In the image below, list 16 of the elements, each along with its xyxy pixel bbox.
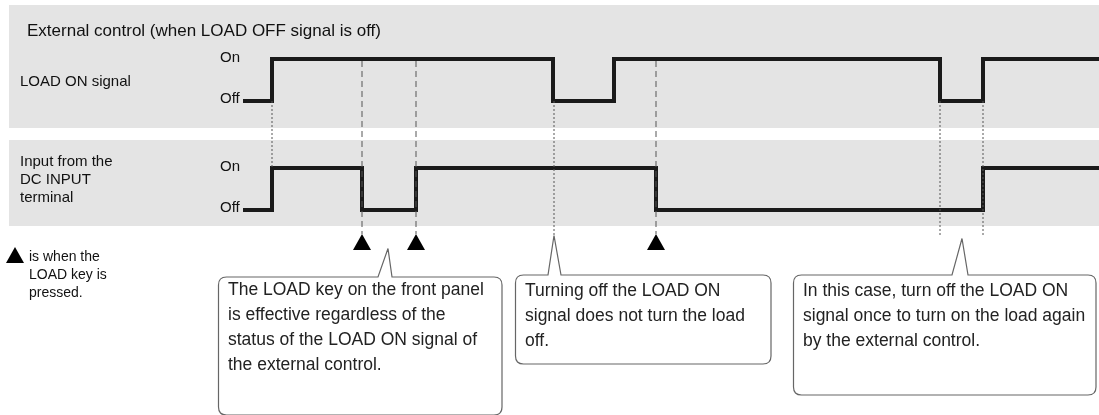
level-label: Off [220,89,241,107]
signal-name: Input from the DC INPUT terminal [20,152,114,206]
level-label: On [220,48,241,66]
diagram-title: External control (when LOAD OFF signal is off) [27,21,381,41]
callout-text: In this case, turn off the LOAD ON signal once to turn on the load again by the external control. [803,279,1087,352]
callout-bubble [793,238,1097,396]
callout-text: The LOAD key on the front panel is effective regardless of the status of the LOAD ON signal of the external control. [228,278,485,376]
legend-note: is when the LOAD key is pressed. [29,247,108,301]
callout-bubble [218,248,503,415]
callout-bubble [515,235,772,365]
callout-text: Turning off the LOAD ON signal does not turn the load off. [525,279,746,352]
signal-band [9,140,1099,226]
signal-name: LOAD ON signal [20,72,132,90]
signal-band [9,5,1099,128]
level-label: On [220,157,241,175]
level-label: Off [220,198,241,216]
